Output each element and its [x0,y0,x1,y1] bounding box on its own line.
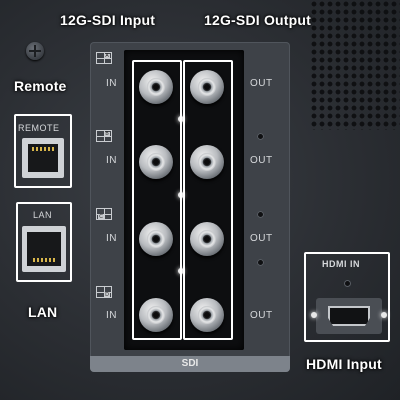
remote-callout-frame [14,114,72,188]
in-label: IN [106,310,117,321]
hdmi-input-callout: HDMI Input [306,356,382,372]
channel-c-icon: C [96,208,112,220]
in-label: IN [106,155,117,166]
sdi-input-d-connector[interactable] [139,298,173,332]
sdi-output-b-connector[interactable] [190,145,224,179]
hdmi-screw-hole [344,280,351,287]
lan-callout-frame [16,202,72,282]
sdi-output-a-connector[interactable] [190,70,224,104]
hdmi-port[interactable] [328,306,370,326]
status-led [381,312,387,318]
indicator-hole [257,211,264,218]
out-label: OUT [250,155,273,166]
lan-callout: LAN [28,304,58,320]
lan-port-label: LAN [33,210,53,220]
out-label: OUT [250,78,273,89]
indicator-hole [257,259,264,266]
channel-b-label: B [104,131,110,137]
sdi-output-callout: 12G-SDI Output [204,12,312,28]
lan-port-pins [33,258,55,262]
out-label: OUT [250,310,273,321]
hdmi-port-label: HDMI IN [322,259,360,269]
channel-a-icon: A [96,52,112,64]
sdi-output-d-connector[interactable] [190,298,224,332]
screw-icon [26,42,44,60]
channel-a-label: A [104,53,110,59]
sdi-input-callout: 12G-SDI Input [60,12,156,28]
sdi-input-callout-frame [132,60,182,340]
sdi-footer-label: SDI [90,356,290,372]
sdi-output-c-connector[interactable] [190,222,224,256]
channel-c-label: C [98,214,104,220]
sdi-input-a-connector[interactable] [139,70,173,104]
sdi-output-callout-frame [183,60,233,340]
vent-grille [310,0,400,130]
channel-d-label: D [104,292,110,298]
remote-port-pins [32,147,54,151]
channel-b-icon: B [96,130,112,142]
remote-port-label: REMOTE [18,123,60,133]
status-led [311,312,317,318]
sdi-input-b-connector[interactable] [139,145,173,179]
in-label: IN [106,233,117,244]
sdi-input-c-connector[interactable] [139,222,173,256]
in-label: IN [106,78,117,89]
hdmi-callout-frame [304,252,390,342]
remote-callout: Remote [14,78,67,94]
channel-d-icon: D [96,286,112,298]
out-label: OUT [250,233,273,244]
indicator-hole [257,133,264,140]
